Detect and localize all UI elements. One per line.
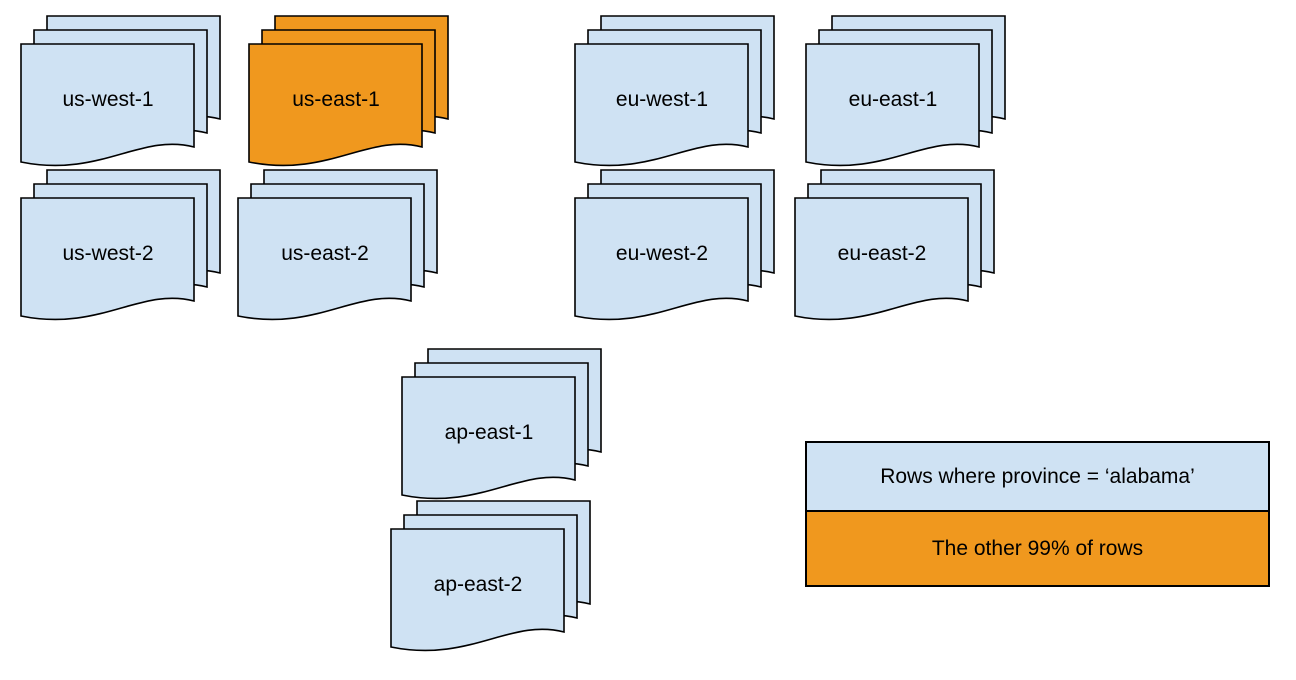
document-stack-icon	[237, 169, 438, 321]
document-stack-icon	[401, 348, 602, 500]
legend-row-alabama: Rows where province = ‘alabama’	[807, 443, 1268, 512]
document-sheet-icon	[20, 43, 195, 167]
document-sheet-icon	[574, 197, 749, 321]
document-sheet-icon	[20, 197, 195, 321]
document-sheet-icon	[237, 197, 412, 321]
document-stack-icon	[248, 15, 449, 167]
document-sheet-icon	[248, 43, 423, 167]
region-stack-eu-west-1: eu-west-1	[574, 15, 778, 175]
region-stack-us-west-1: us-west-1	[20, 15, 224, 175]
region-stack-eu-east-2: eu-east-2	[794, 169, 998, 329]
region-stack-eu-west-2: eu-west-2	[574, 169, 778, 329]
region-stack-ap-east-2: ap-east-2	[390, 500, 594, 660]
document-stack-icon	[574, 169, 775, 321]
document-stack-icon	[20, 169, 221, 321]
document-stack-icon	[574, 15, 775, 167]
document-stack-icon	[805, 15, 1006, 167]
region-stack-us-east-2: us-east-2	[237, 169, 441, 329]
region-stack-us-east-1: us-east-1	[248, 15, 452, 175]
document-sheet-icon	[401, 376, 576, 500]
document-stack-icon	[794, 169, 995, 321]
document-sheet-icon	[574, 43, 749, 167]
document-stack-icon	[390, 500, 591, 652]
legend-label-other-rows: The other 99% of rows	[931, 536, 1144, 560]
document-sheet-icon	[794, 197, 969, 321]
document-sheet-icon	[805, 43, 980, 167]
legend-row-other-rows: The other 99% of rows	[807, 512, 1268, 585]
region-stack-us-west-2: us-west-2	[20, 169, 224, 329]
region-stack-eu-east-1: eu-east-1	[805, 15, 1009, 175]
legend: Rows where province = ‘alabama’ The othe…	[805, 441, 1270, 587]
document-sheet-icon	[390, 528, 565, 652]
region-stack-ap-east-1: ap-east-1	[401, 348, 605, 508]
document-stack-icon	[20, 15, 221, 167]
legend-label-alabama: Rows where province = ‘alabama’	[880, 464, 1195, 488]
